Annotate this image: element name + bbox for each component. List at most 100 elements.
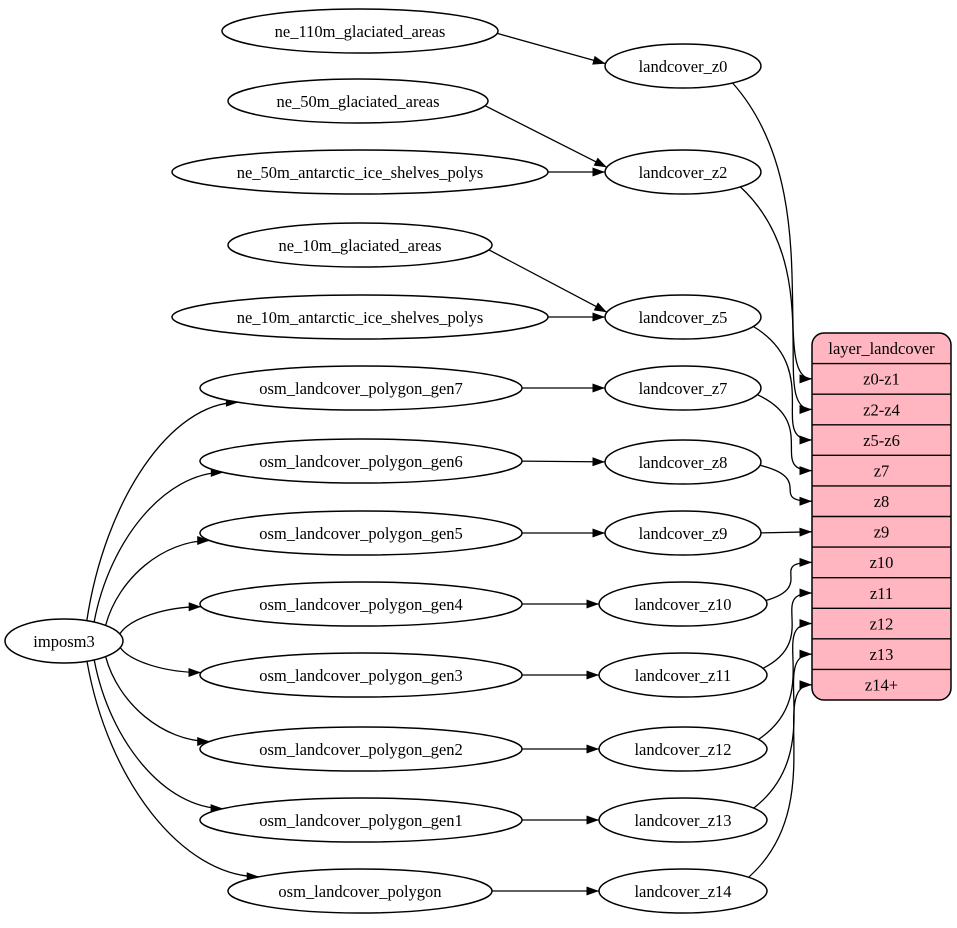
edge-landcover_z5-z5-z6	[753, 325, 813, 445]
node-landcover_z10: landcover_z10	[598, 581, 768, 627]
edge-ne_110m_glaciated_areas-landcover_z0	[497, 32, 606, 65]
node-ellipse-landcover_z0	[604, 43, 762, 89]
node-label-landcover_z0: landcover_z0	[639, 57, 728, 76]
node-label-landcover_z12: landcover_z12	[634, 740, 731, 759]
record-row-z0-z1: z0-z1	[863, 370, 900, 389]
edge-imposm3-osm_landcover_polygon_gen7	[86, 397, 239, 621]
edge-imposm3-osm_landcover_polygon_gen5	[104, 536, 210, 626]
node-landcover_z7: landcover_z7	[604, 365, 762, 411]
node-ellipse-landcover_z12	[598, 726, 768, 772]
node-label-landcover_z7: landcover_z7	[639, 379, 728, 398]
node-ne_50m_glaciated_areas: ne_50m_glaciated_areas	[227, 78, 489, 124]
node-label-osm_landcover_polygon_gen7: osm_landcover_polygon_gen7	[259, 379, 462, 398]
edge-imposm3-osm_landcover_polygon_gen2	[104, 656, 210, 746]
record-row-z5-z6: z5-z6	[863, 431, 900, 450]
node-ellipse-landcover_z5	[604, 294, 762, 340]
node-ellipse-landcover_z14	[598, 868, 768, 914]
node-ellipse-ne_10m_antarctic_ice_shelves_polys	[171, 294, 549, 340]
node-label-osm_landcover_polygon_gen6: osm_landcover_polygon_gen6	[259, 452, 462, 471]
edge-landcover_z8-z8	[759, 464, 813, 506]
node-label-landcover_z11: landcover_z11	[635, 666, 732, 685]
node-landcover_z2: landcover_z2	[604, 149, 762, 195]
node-ellipse-ne_110m_glaciated_areas	[221, 8, 499, 54]
node-ne_10m_antarctic_ice_shelves_polys: ne_10m_antarctic_ice_shelves_polys	[171, 294, 549, 340]
edge-imposm3-osm_landcover_polygon	[86, 661, 260, 882]
node-osm_landcover_polygon_gen6: osm_landcover_polygon_gen6	[199, 438, 523, 484]
record-row-z12: z12	[870, 614, 894, 633]
node-ellipse-osm_landcover_polygon_gen4	[199, 581, 523, 627]
edge-osm_landcover_polygon_gen6-landcover_z8	[521, 457, 606, 467]
node-osm_landcover_polygon_gen7: osm_landcover_polygon_gen7	[199, 365, 523, 411]
node-landcover_z9: landcover_z9	[604, 510, 762, 556]
node-label-osm_landcover_polygon_gen2: osm_landcover_polygon_gen2	[259, 740, 462, 759]
node-ellipse-imposm3	[4, 618, 124, 664]
node-landcover_z14: landcover_z14	[598, 868, 768, 914]
node-osm_landcover_polygon_gen5: osm_landcover_polygon_gen5	[199, 510, 523, 556]
node-osm_landcover_polygon_gen2: osm_landcover_polygon_gen2	[199, 726, 523, 772]
record-title: layer_landcover	[828, 339, 935, 358]
node-label-landcover_z14: landcover_z14	[634, 882, 731, 901]
edges	[86, 32, 813, 896]
record-row-z7: z7	[874, 461, 890, 480]
node-ne_110m_glaciated_areas: ne_110m_glaciated_areas	[221, 8, 499, 54]
node-osm_landcover_polygon: osm_landcover_polygon	[227, 868, 493, 914]
node-landcover_z8: landcover_z8	[604, 439, 762, 485]
node-label-landcover_z5: landcover_z5	[639, 308, 728, 327]
node-ellipse-osm_landcover_polygon_gen1	[199, 797, 523, 843]
node-label-landcover_z8: landcover_z8	[639, 453, 728, 472]
node-label-landcover_z13: landcover_z13	[634, 811, 731, 830]
record-layer_landcover: layer_landcover z0-z1 z2-z4 z5-z6 z7 z8 z9 z10 z…	[811, 332, 952, 701]
node-label-osm_landcover_polygon_gen5: osm_landcover_polygon_gen5	[259, 524, 462, 543]
node-label-ne_10m_antarctic_ice_shelves_polys: ne_10m_antarctic_ice_shelves_polys	[237, 308, 484, 327]
node-label-ne_10m_glaciated_areas: ne_10m_glaciated_areas	[278, 236, 441, 255]
edge-imposm3-osm_landcover_polygon_gen1	[93, 659, 224, 814]
node-landcover_z11: landcover_z11	[598, 652, 768, 698]
node-ellipse-landcover_z2	[604, 149, 762, 195]
edge-ne_50m_glaciated_areas-landcover_z2	[484, 105, 608, 168]
node-label-landcover_z10: landcover_z10	[634, 595, 731, 614]
edge-landcover_z11-z11	[762, 588, 813, 669]
node-ellipse-osm_landcover_polygon_gen6	[199, 438, 523, 484]
node-ne_50m_antarctic_ice_shelves_polys: ne_50m_antarctic_ice_shelves_polys	[171, 149, 549, 195]
edge-landcover_z0-z0-z1	[732, 82, 813, 384]
node-ellipse-ne_50m_glaciated_areas	[227, 78, 489, 124]
node-ellipse-landcover_z11	[598, 652, 768, 698]
node-label-osm_landcover_polygon: osm_landcover_polygon	[278, 882, 441, 901]
edge-imposm3-osm_landcover_polygon_gen3	[119, 647, 202, 677]
node-imposm3: imposm3	[4, 618, 124, 664]
node-landcover_z12: landcover_z12	[598, 726, 768, 772]
edge-ne_10m_glaciated_areas-landcover_z5	[488, 249, 608, 313]
edge-landcover_z2-z2-z4	[739, 186, 813, 414]
node-label-ne_110m_glaciated_areas: ne_110m_glaciated_areas	[275, 22, 446, 41]
node-ellipse-ne_10m_glaciated_areas	[227, 222, 493, 268]
edge-imposm3-osm_landcover_polygon_gen4	[119, 602, 202, 635]
record-row-z9: z9	[874, 523, 890, 542]
node-label-osm_landcover_polygon_gen3: osm_landcover_polygon_gen3	[259, 666, 462, 685]
edge-landcover_z12-z12	[758, 619, 813, 740]
node-landcover_z13: landcover_z13	[598, 797, 768, 843]
edge-landcover_z14-z14+	[748, 680, 813, 878]
record-row-z14+: z14+	[865, 675, 898, 694]
record-row-z13: z13	[870, 645, 894, 664]
record-row-z2-z4: z2-z4	[863, 400, 900, 419]
node-ellipse-landcover_z8	[604, 439, 762, 485]
node-landcover_z0: landcover_z0	[604, 43, 762, 89]
node-ellipse-osm_landcover_polygon_gen3	[199, 652, 523, 698]
node-label-ne_50m_antarctic_ice_shelves_polys: ne_50m_antarctic_ice_shelves_polys	[237, 163, 484, 182]
node-label-osm_landcover_polygon_gen4: osm_landcover_polygon_gen4	[259, 595, 462, 614]
node-ellipse-osm_landcover_polygon	[227, 868, 493, 914]
node-label-landcover_z9: landcover_z9	[639, 524, 728, 543]
record-row-z8: z8	[874, 492, 890, 511]
node-osm_landcover_polygon_gen4: osm_landcover_polygon_gen4	[199, 581, 523, 627]
record-row-z10: z10	[870, 553, 894, 572]
node-ellipse-landcover_z10	[598, 581, 768, 627]
node-ne_10m_glaciated_areas: ne_10m_glaciated_areas	[227, 222, 493, 268]
node-ellipse-osm_landcover_polygon_gen5	[199, 510, 523, 556]
node-ellipse-osm_landcover_polygon_gen2	[199, 726, 523, 772]
node-label-imposm3: imposm3	[33, 632, 94, 651]
node-osm_landcover_polygon_gen3: osm_landcover_polygon_gen3	[199, 652, 523, 698]
node-label-landcover_z2: landcover_z2	[639, 163, 728, 182]
node-ellipse-ne_50m_antarctic_ice_shelves_polys	[171, 149, 549, 195]
edge-imposm3-osm_landcover_polygon_gen6	[93, 467, 224, 623]
